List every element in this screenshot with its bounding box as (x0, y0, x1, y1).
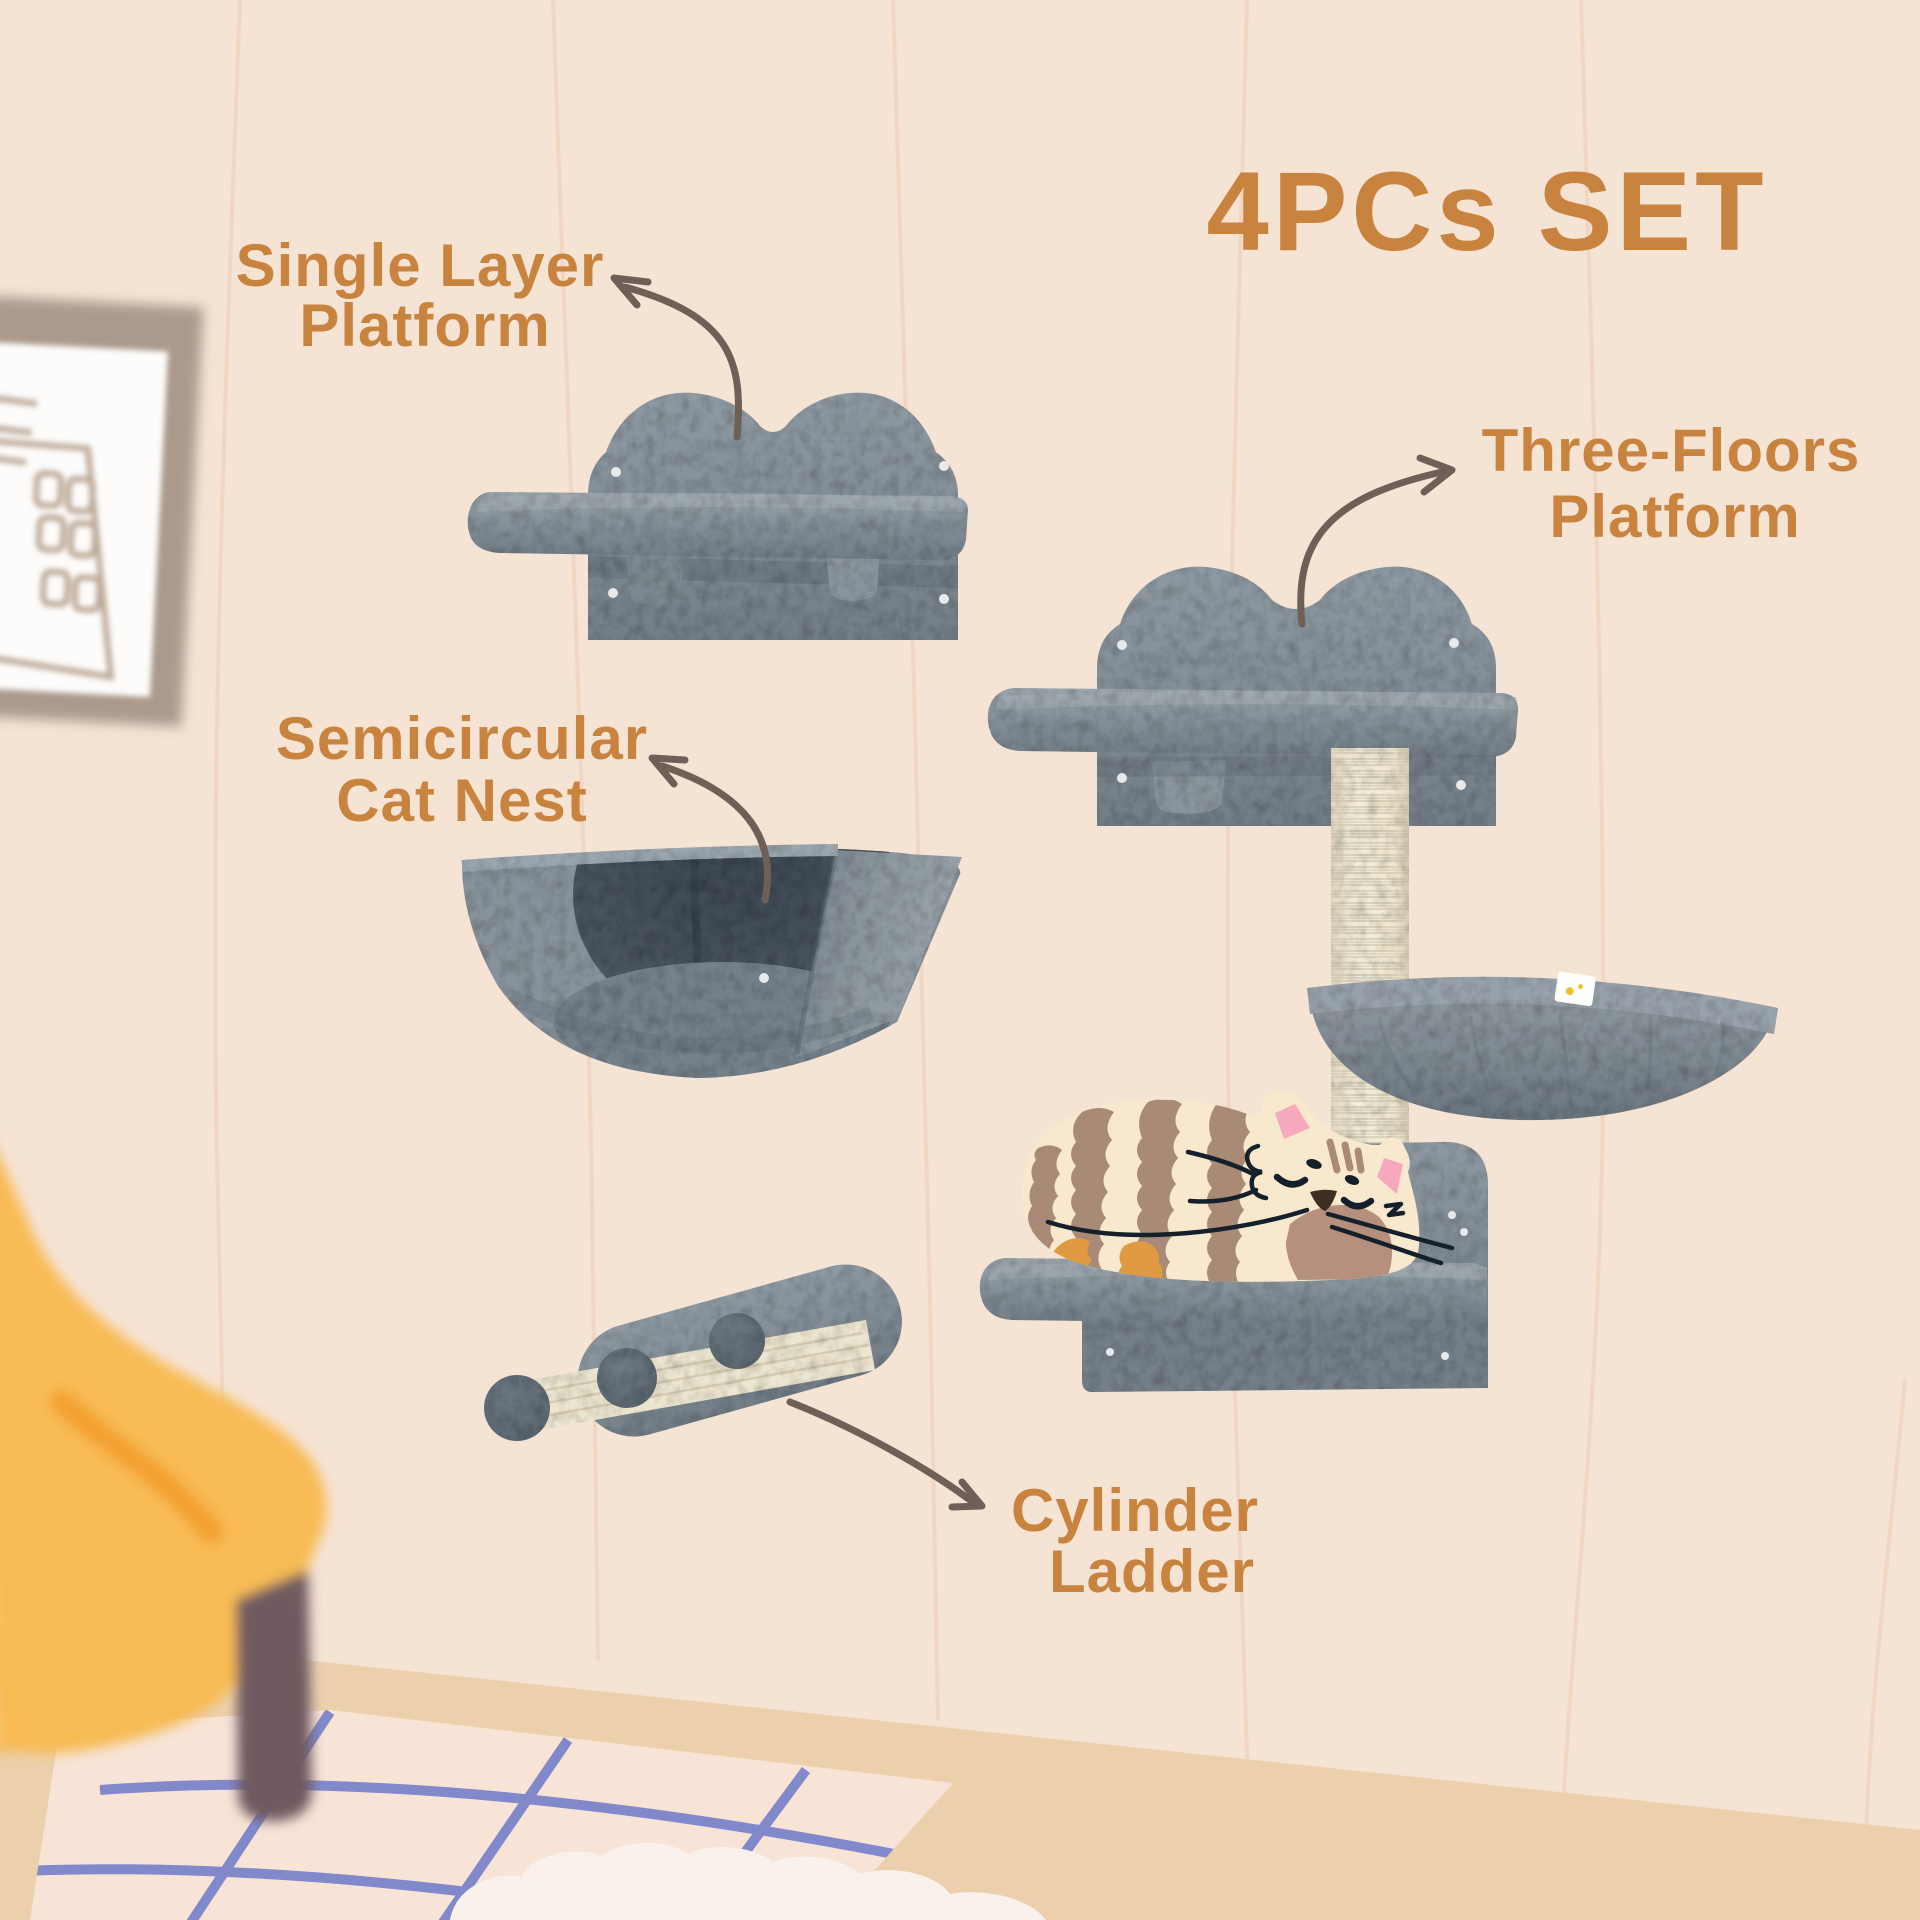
svg-text:Three-Floors: Three-Floors (1482, 417, 1861, 484)
svg-text:Ladder: Ladder (1049, 1538, 1255, 1605)
svg-text:Cat Nest: Cat Nest (336, 767, 587, 834)
svg-text:Semicircular: Semicircular (276, 705, 648, 772)
svg-text:4PCs SET: 4PCs SET (1206, 149, 1767, 274)
svg-text:Single Layer: Single Layer (236, 232, 605, 299)
svg-text:Cylinder: Cylinder (1011, 1477, 1259, 1544)
svg-text:Platform: Platform (1549, 483, 1800, 550)
svg-text:Platform: Platform (299, 292, 550, 359)
